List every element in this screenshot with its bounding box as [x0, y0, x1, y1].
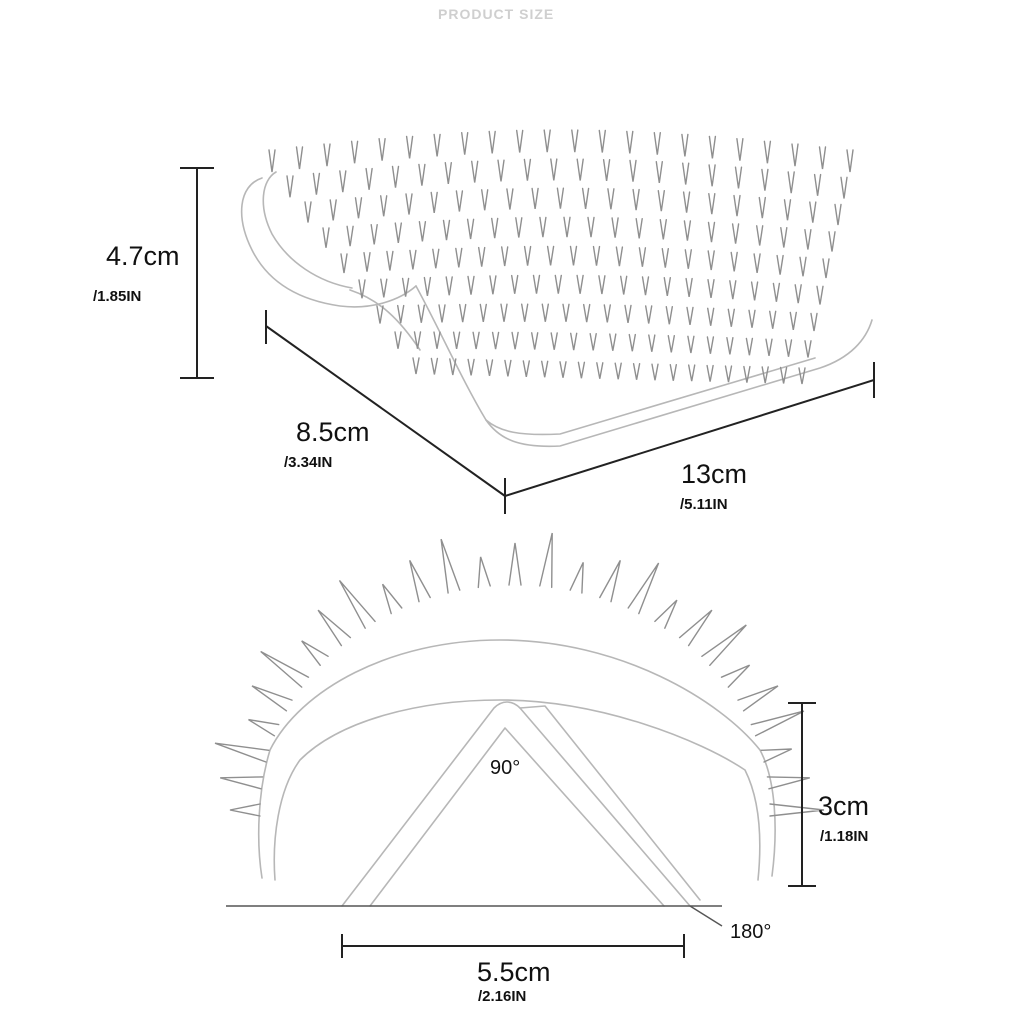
dimension-depth-top	[265, 310, 506, 514]
diagram-title: PRODUCT SIZE	[438, 6, 555, 22]
dimension-height-top	[180, 167, 214, 379]
top-length-in: /5.11IN	[680, 496, 728, 513]
side-product-outline	[214, 532, 825, 907]
top-depth-in: /3.34IN	[284, 454, 333, 471]
dimension-height-side	[788, 702, 816, 887]
side-width-cm: 5.5cm	[477, 957, 551, 987]
dimension-width-side	[341, 934, 685, 958]
base-line-180	[226, 905, 723, 927]
inner-angle-label: 90°	[490, 757, 521, 779]
base-angle-label: 180°	[730, 921, 772, 943]
side-height-cm: 3cm	[818, 791, 870, 821]
dimension-length-top	[504, 362, 875, 497]
top-length-cm: 13cm	[681, 459, 748, 489]
side-height-in: /1.18IN	[820, 828, 869, 845]
top-product-outline	[240, 129, 873, 448]
top-height-in: /1.85IN	[93, 288, 142, 305]
top-height-cm: 4.7cm	[106, 241, 180, 271]
side-width-in: /2.16IN	[478, 988, 527, 1005]
top-depth-cm: 8.5cm	[296, 417, 370, 447]
